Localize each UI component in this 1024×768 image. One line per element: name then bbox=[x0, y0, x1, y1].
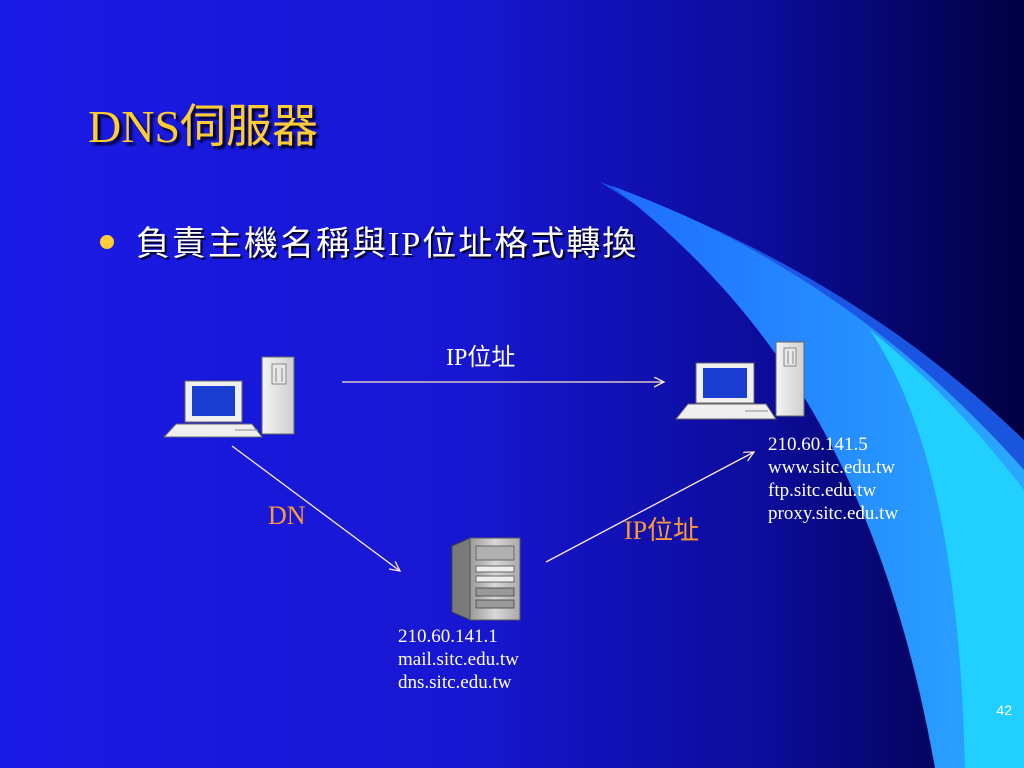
bullet-text: 負責主機名稱與IP位址格式轉換 bbox=[136, 226, 639, 263]
dns-server-ip: 210.60.141.1 bbox=[398, 626, 498, 647]
target-host-name: ftp.sitc.edu.tw bbox=[768, 480, 877, 501]
dns-server-icon bbox=[451, 537, 521, 621]
target-host-name: proxy.sitc.edu.tw bbox=[768, 503, 899, 524]
target-host-name: www.sitc.edu.tw bbox=[768, 457, 895, 478]
page-number: 42 bbox=[996, 702, 1012, 718]
top-arrow-label: IP位址 bbox=[446, 345, 516, 371]
ip-response-arrow bbox=[545, 452, 754, 563]
bullet-dot-icon bbox=[100, 235, 114, 250]
dns-server-name: dns.sitc.edu.tw bbox=[398, 672, 512, 693]
target-host-ip: 210.60.141.5 bbox=[768, 434, 868, 455]
dn-query-arrow bbox=[231, 445, 400, 571]
client-computer-icon bbox=[162, 356, 295, 438]
bullet-item: 負責主機名稱與IP位址格式轉換 bbox=[100, 228, 638, 262]
slide-title: DNS伺服器 bbox=[88, 101, 319, 152]
dns-server-name: mail.sitc.edu.tw bbox=[398, 649, 519, 670]
ip-response-label: IP位址 bbox=[624, 516, 700, 545]
dns-server-info: 210.60.141.1 mail.sitc.edu.tw dns.sitc.e… bbox=[398, 625, 519, 694]
dn-label: DN bbox=[268, 501, 306, 530]
target-host-computer-icon bbox=[674, 341, 805, 420]
target-host-info: 210.60.141.5 www.sitc.edu.tw ftp.sitc.ed… bbox=[768, 433, 898, 525]
